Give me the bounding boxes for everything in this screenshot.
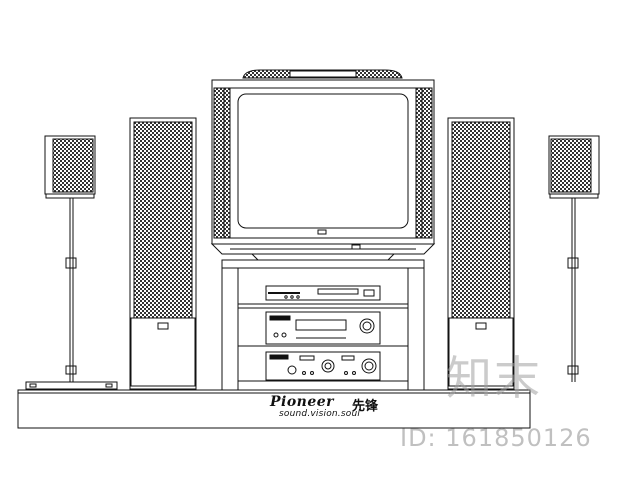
- crt-television: [210, 69, 436, 261]
- brand-logo-cn: 先锋: [352, 399, 379, 414]
- base-platform: [17, 389, 531, 429]
- brand-slogan: sound.vision.soul: [279, 409, 361, 419]
- amplifier: [265, 351, 381, 381]
- right-tower-speaker: [447, 117, 515, 390]
- dvd-player: [265, 285, 381, 301]
- left-satellite-speaker: [25, 135, 118, 390]
- right-satellite-speaker: [548, 135, 600, 382]
- watermark-id: ID: 161850126: [400, 424, 592, 452]
- left-tower-speaker: [129, 117, 197, 390]
- watermark-logo: 知末: [446, 351, 542, 405]
- brand-logo: Pioneer: [270, 394, 335, 410]
- av-receiver: [265, 311, 381, 345]
